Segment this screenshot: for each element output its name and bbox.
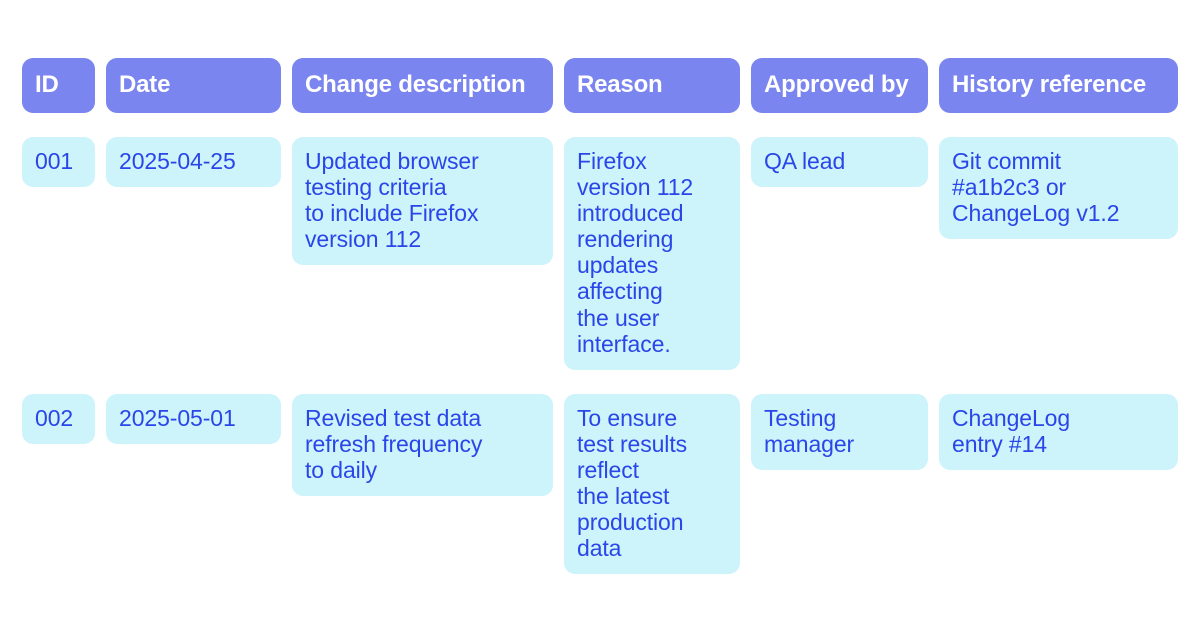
change-log-table: ID Date Change description Reason Approv… <box>22 58 1179 598</box>
cell-date: 2025-04-25 <box>106 137 281 188</box>
column-header-change-description[interactable]: Change description <box>292 58 553 113</box>
cell-reason: Firefox version 112 introduced rendering… <box>564 137 740 370</box>
cell-change-description: Revised test data refresh frequency to d… <box>292 393 553 497</box>
column-header-reason[interactable]: Reason <box>564 58 740 113</box>
table-header-row: ID Date Change description Reason Approv… <box>22 58 1179 113</box>
cell-change-description: Updated browser testing criteria to incl… <box>292 137 553 266</box>
cell-approved-by: QA lead <box>751 137 928 188</box>
cell-history-reference: ChangeLog entry #14 <box>939 393 1178 470</box>
column-header-approved-by[interactable]: Approved by <box>751 58 928 113</box>
cell-id: 001 <box>22 137 95 188</box>
table-row: 002 2025-05-01 Revised test data refresh… <box>22 393 1179 575</box>
cell-reason: To ensure test results reflect the lates… <box>564 393 740 575</box>
column-header-history-reference[interactable]: History reference <box>939 58 1178 113</box>
column-header-id[interactable]: ID <box>22 58 95 113</box>
cell-approved-by: Testing manager <box>751 393 928 470</box>
column-header-date[interactable]: Date <box>106 58 281 113</box>
table-row: 001 2025-04-25 Updated browser testing c… <box>22 137 1179 370</box>
cell-id: 002 <box>22 393 95 444</box>
cell-date: 2025-05-01 <box>106 393 281 444</box>
cell-history-reference: Git commit #a1b2c3 or ChangeLog v1.2 <box>939 137 1178 240</box>
